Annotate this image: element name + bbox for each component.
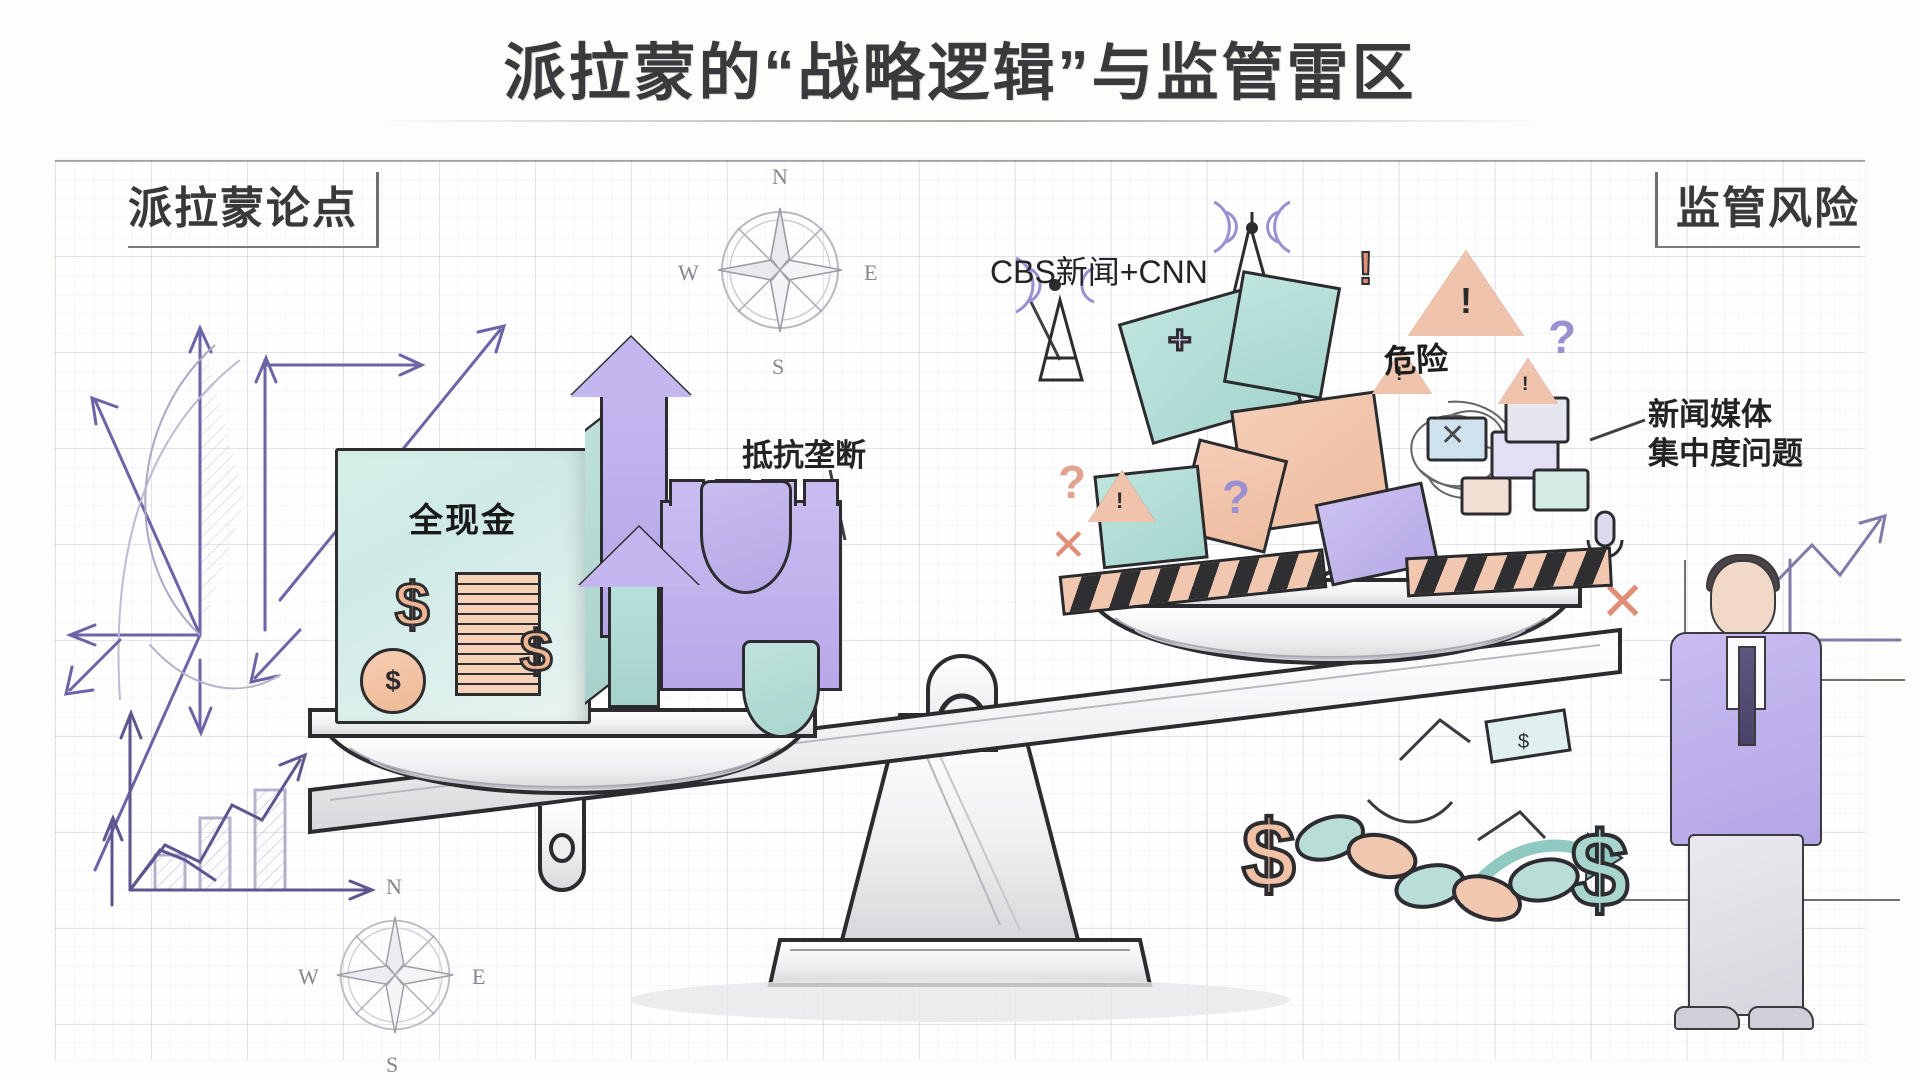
compass-east-label: E (864, 260, 878, 285)
section-header-right: 监管风险 (1655, 172, 1860, 248)
dollar-sign-chain-left: $ (1240, 799, 1297, 910)
label-cbs-cnn: CBS新闻+CNN (990, 254, 1208, 290)
shoe-left (1674, 1006, 1740, 1030)
compass-north-label: N (772, 164, 788, 189)
warning-bang: ! (1460, 280, 1473, 322)
head (1710, 560, 1776, 638)
warning-bang: ! (1522, 374, 1529, 396)
coin-stack (455, 572, 541, 696)
compass-rose-bottom: N E S W (298, 874, 485, 1077)
cash-box-label: 全现金 (409, 502, 517, 540)
question-mark-2: ? (1058, 456, 1087, 508)
label-anti-monopoly: 抵抗垄断 (742, 438, 866, 473)
small-growth-arrow (608, 585, 660, 708)
compass-rose-top: N E S W (678, 164, 877, 379)
question-mark-3: ? (1548, 311, 1577, 363)
compass-west-label: W (678, 260, 699, 285)
label-danger: 危险 (1383, 340, 1449, 380)
businessman-figure (1648, 554, 1838, 1030)
page-title-block: 派拉蒙的“战略逻辑”与监管雷区 (0, 22, 1920, 122)
shoe-right (1748, 1006, 1814, 1030)
title-underline (370, 120, 1550, 122)
label-news-concentration: 新闻媒体 集中度问题 (1648, 397, 1803, 471)
warning-triangle-small-1: ! (1372, 348, 1432, 394)
dollar-sign-1: $ (393, 570, 431, 642)
block-teal-2 (1222, 270, 1342, 400)
page-title: 派拉蒙的“战略逻辑”与监管雷区 (503, 39, 1417, 108)
exclamation-mark: ! (1357, 241, 1374, 295)
paper-top-border (55, 160, 1865, 162)
compass-south-label: S (386, 1052, 399, 1077)
warning-bang: ! (1396, 364, 1403, 386)
dollar-sign-2: $ (518, 618, 553, 686)
warning-triangle-small-3: ! (1088, 470, 1156, 522)
x-mark-left: ✕ (1050, 521, 1087, 570)
shield-icon-bottom (742, 640, 820, 738)
coin: $ (360, 648, 426, 714)
compass-east-label: E (472, 964, 486, 989)
shield-icon-top (700, 480, 792, 594)
warning-bang: ! (1116, 488, 1124, 514)
warning-triangle-small-2: ! (1498, 358, 1558, 404)
compass-north-label: N (386, 874, 402, 899)
section-header-left: 派拉蒙论点 (128, 172, 379, 248)
question-mark-1: ? (1222, 471, 1251, 523)
trousers (1688, 834, 1804, 1016)
plus-sign: + (1166, 317, 1192, 364)
compass-south-label: S (772, 354, 785, 379)
warning-triangle-large: ! (1408, 250, 1524, 336)
necktie (1738, 646, 1756, 746)
dollar-sign-chain-right: $ (1568, 809, 1631, 931)
compass-west-label: W (298, 964, 319, 989)
x-mark-small: ✕ (1440, 419, 1466, 452)
